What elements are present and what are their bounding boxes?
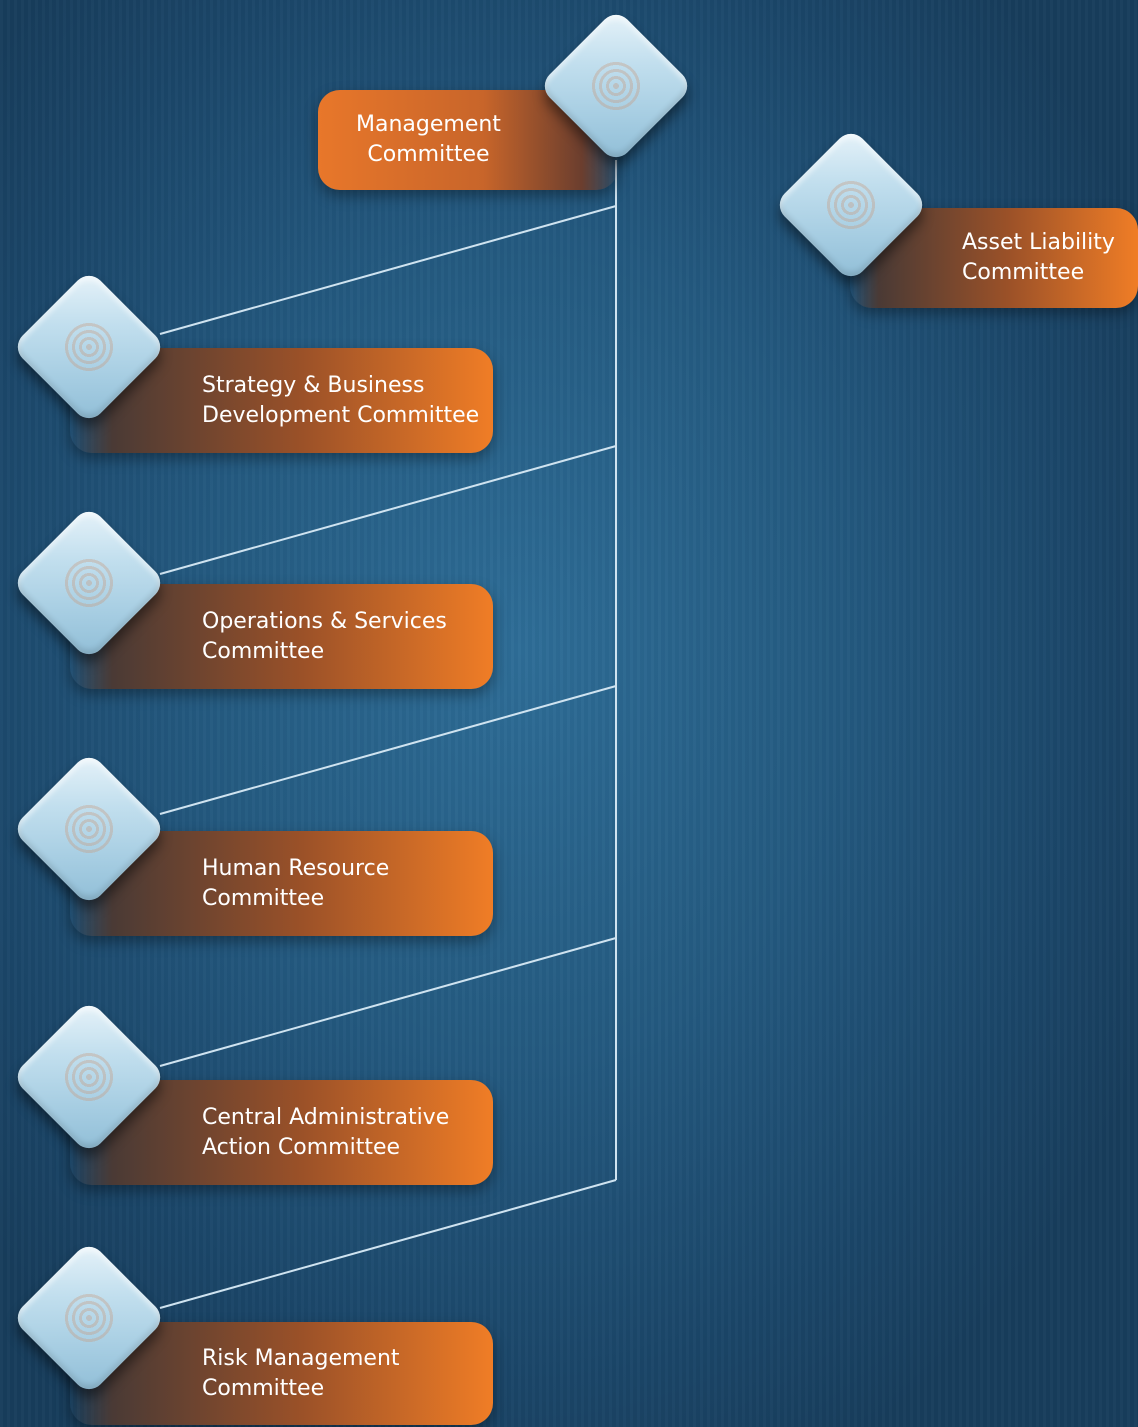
management-committee-box: Management Committee	[318, 90, 618, 190]
human-resource-committee-label: Human Resource Committee	[202, 855, 390, 911]
management-committee-label: Management Committee	[356, 112, 501, 167]
branch-line-risk	[159, 1179, 617, 1309]
branch-line-strategy	[159, 205, 617, 335]
branch-line-human-resource	[159, 685, 617, 815]
central-admin-committee-box: Central Administrative Action Committee	[70, 1080, 493, 1185]
operations-committee-label: Operations & Services Committee	[202, 608, 447, 664]
central-admin-committee-label: Central Administrative Action Committee	[202, 1104, 450, 1160]
strategy-committee-label: Strategy & Business Development Committe…	[202, 372, 480, 428]
branch-line-operations	[159, 445, 617, 575]
asset-liability-committee-box: Asset Liability Committee	[850, 208, 1138, 308]
risk-management-committee-label: Risk Management Committee	[202, 1345, 400, 1401]
asset-liability-committee-label: Asset Liability Committee	[962, 230, 1115, 285]
branch-line-central-admin	[159, 937, 617, 1067]
